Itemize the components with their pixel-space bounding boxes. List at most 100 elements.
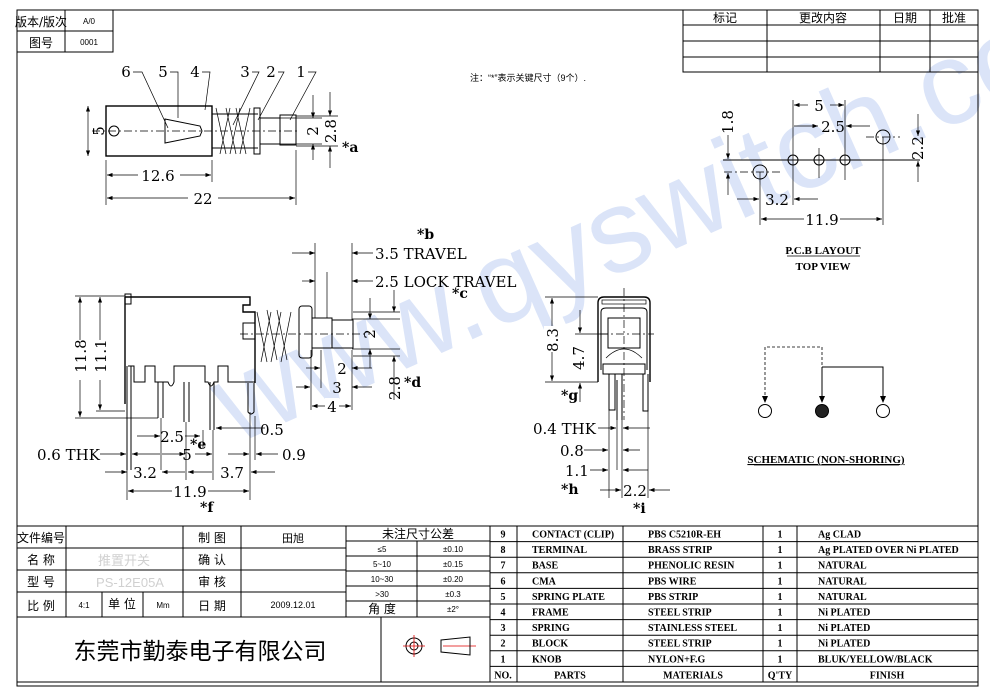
terminal-left (758, 404, 772, 418)
version-box: 版本/版次 A/0 图号 0001 (15, 9, 114, 53)
bom-finish: BLUK/YELLOW/BLACK (818, 654, 933, 665)
revision-col-content: 更改内容 (799, 10, 847, 25)
revision-col-mark: 标记 (713, 11, 737, 25)
bom-material: PBS WIRE (648, 576, 697, 587)
tolerance-value: ±0.15 (443, 560, 464, 569)
revision-table: 标记 更改内容 日期 批准 (682, 9, 979, 73)
dim-height: 5 (90, 126, 108, 136)
dim-5: 5 (182, 446, 192, 464)
dim-3: 3 (332, 379, 342, 397)
bom-qty: 1 (778, 545, 783, 556)
key-dimension-note: 注：“*”表示关键尺寸（9个）. (470, 72, 586, 83)
bom-material: STEEL STRIP (648, 608, 712, 619)
bom-part: CMA (532, 576, 557, 587)
dim-4-7: 4.7 (570, 346, 588, 370)
bom-header-finish: FINISH (870, 670, 905, 681)
schematic-title: SCHEMATIC (NON-SHORING) (747, 454, 905, 466)
dim-0-4-thk: 0.4 THK (533, 420, 597, 438)
pcb-title: P.C.B LAYOUT (785, 245, 861, 257)
bom-material: PBS STRIP (648, 592, 698, 603)
dim-lock-travel: 2.5 LOCK TRAVEL (375, 273, 516, 291)
bom-finish: Ag CLAD (818, 530, 861, 541)
bom-part: BASE (532, 561, 558, 572)
dim-0-5: 0.5 (260, 421, 284, 439)
bom-no: 3 (501, 623, 506, 634)
scale-label: 比 例 (27, 599, 55, 613)
bom-material: NYLON+F.G (648, 654, 706, 665)
bom-no: 1 (501, 654, 506, 665)
dim-4: 4 (327, 398, 337, 416)
bom-finish: Ni PLATED (818, 639, 870, 650)
bom-finish: NATURAL (818, 561, 867, 572)
bom-finish: Ni PLATED (818, 623, 870, 634)
bom-qty: 1 (778, 530, 783, 541)
bom-material: PHENOLIC RESIN (648, 561, 735, 572)
date-value: 2009.12.01 (270, 600, 315, 610)
terminal-common (815, 404, 829, 418)
tolerance-value: ±0.10 (443, 545, 464, 554)
dim-height-11-8: 11.8 (72, 339, 90, 372)
key-g: *g (561, 388, 578, 404)
dim-body-length: 12.6 (141, 167, 174, 185)
drawn-label: 制 图 (198, 531, 226, 545)
bom-finish: NATURAL (818, 592, 867, 603)
bom-no: 8 (501, 545, 506, 556)
bom-part: KNOB (532, 654, 562, 665)
pcb-dim-2-2: 2.2 (909, 136, 927, 160)
scale-value: 4:1 (78, 601, 90, 610)
dim-1-1: 1.1 (565, 462, 589, 480)
file-no-label: 文件编号 (17, 530, 65, 545)
model-value: PS-12E05A (96, 575, 164, 590)
dim-8-3: 8.3 (544, 328, 562, 352)
revision-col-approve: 批准 (942, 10, 966, 25)
pcb-subtitle: TOP VIEW (796, 261, 851, 273)
bom-part: FRAME (532, 608, 569, 619)
dim-height-11-1: 11.1 (92, 339, 110, 372)
balloon-6: 6 (121, 63, 131, 81)
bom-part: TERMINAL (532, 545, 587, 556)
version-label: 版本/版次 (15, 15, 67, 29)
unit-value: Mm (156, 601, 170, 610)
side-view: 3.5 TRAVEL 2.5 LOCK TRAVEL *b *c 11.8 11… (37, 227, 516, 516)
drawing-frame (16, 9, 979, 687)
front-view: 8.3 4.7 *g 0.4 THK 0.8 1.1 *h 2.2 *i (533, 288, 670, 517)
balloon-5: 5 (158, 63, 168, 81)
pcb-dim-3-2: 3.2 (765, 191, 789, 209)
tolerance-range: 10~30 (371, 575, 394, 584)
angle-tolerance: ±2° (447, 605, 459, 614)
bom-part: BLOCK (532, 639, 568, 650)
bom-material: STEEL STRIP (648, 639, 712, 650)
key-h: *h (561, 482, 579, 498)
bom-header-qty: Q'TY (768, 670, 793, 681)
side-spring (256, 309, 292, 363)
pcb-dim-11-9: 11.9 (805, 211, 838, 229)
bom-qty: 1 (778, 639, 783, 650)
bom-no: 2 (501, 639, 506, 650)
dim-3-7: 3.7 (220, 464, 244, 482)
bom-no: 9 (501, 530, 506, 541)
bom-qty: 1 (778, 623, 783, 634)
revision-col-date: 日期 (893, 11, 917, 25)
tolerance-range: >30 (375, 590, 389, 599)
bom-qty: 1 (778, 576, 783, 587)
bom-material: STAINLESS STEEL (648, 623, 737, 634)
balloon-1: 1 (296, 63, 306, 81)
key-a: *a (342, 140, 358, 156)
bom-part: SPRING (532, 623, 570, 634)
pcb-dim-1-8: 1.8 (719, 110, 737, 134)
projection-symbol-icon (403, 635, 476, 657)
bom-header-materials: MATERIALS (663, 670, 723, 681)
top-view: 6 5 4 3 2 1 5 12.6 22 2 2.8 *a (85, 63, 358, 208)
dim-side-shaft: 2 (361, 329, 379, 339)
dim-3-2: 3.2 (133, 464, 157, 482)
dim-2: 2 (337, 360, 347, 378)
key-c: *c (452, 286, 468, 302)
drawn-value: 田旭 (282, 531, 304, 545)
dim-shaft: 2 (304, 126, 322, 136)
bom-no: 7 (501, 561, 506, 572)
key-i: *i (633, 501, 646, 517)
bom-finish: NATURAL (818, 576, 867, 587)
key-d: *d (404, 375, 421, 391)
